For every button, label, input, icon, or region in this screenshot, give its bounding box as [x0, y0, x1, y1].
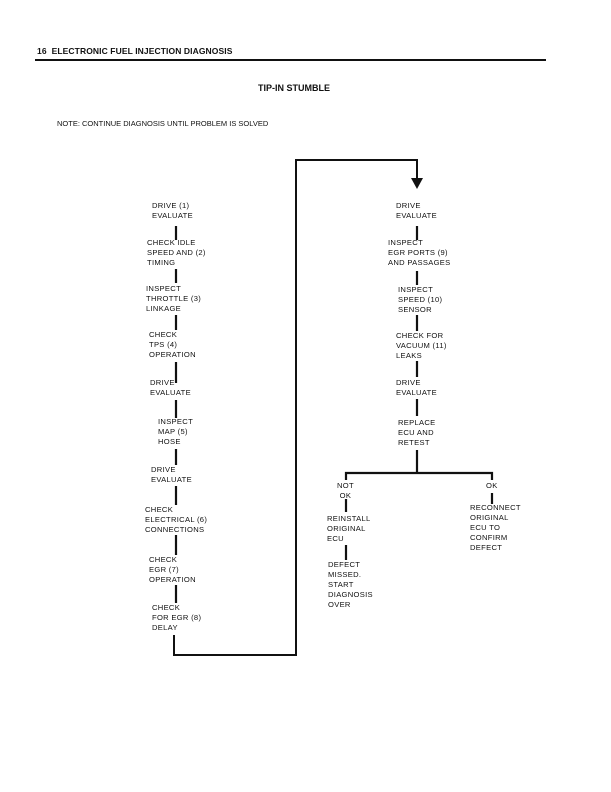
step-drive-evaluate: DRIVE EVALUATE	[396, 378, 437, 397]
step-drive-evaluate: DRIVE EVALUATE	[151, 465, 192, 484]
step-1-drive-evaluate: DRIVE (1) EVALUATE	[152, 201, 193, 220]
step-2-check-idle-speed: CHECK IDLE SPEED AND (2) TIMING	[147, 238, 206, 267]
step-11-check-vacuum-leaks: CHECK FOR VACUUM (11) LEAKS	[396, 331, 447, 360]
step-5-inspect-map: INSPECT MAP (5) HOSE	[158, 417, 194, 446]
step-replace-ecu: REPLACE ECU AND RETEST	[398, 418, 436, 447]
page-number: 16	[37, 46, 47, 56]
header-rule	[35, 59, 546, 61]
note-text: NOTE: CONTINUE DIAGNOSIS UNTIL PROBLEM I…	[57, 119, 269, 128]
step-drive-evaluate: DRIVE EVALUATE	[150, 378, 191, 397]
step-4-check-tps: CHECK TPS (4) OPERATION	[149, 330, 196, 359]
step-7-check-egr: CHECK EGR (7) OPERATION	[149, 555, 196, 584]
step-10-inspect-speed-sensor: INSPECT SPEED (10) SENSOR	[398, 285, 443, 314]
running-header: 16 ELECTRONIC FUEL INJECTION DIAGNOSIS	[37, 46, 233, 56]
step-9-inspect-egr-ports: INSPECT EGR PORTS (9) AND PASSAGES	[388, 238, 451, 267]
flowchart-title: TIP-IN STUMBLE	[258, 83, 330, 93]
step-drive-evaluate: DRIVE EVALUATE	[396, 201, 437, 220]
step-reinstall-ecu: REINSTALL ORIGINAL ECU	[327, 514, 371, 543]
section-title: ELECTRONIC FUEL INJECTION DIAGNOSIS	[51, 46, 233, 56]
step-3-inspect-throttle: INSPECT THROTTLE (3) LINKAGE	[146, 284, 202, 313]
branch-not-ok-label: NOT OK	[337, 481, 354, 500]
step-reconnect-ecu: RECONNECT ORIGINAL ECU TO CONFIRM DEFECT	[470, 503, 521, 552]
step-8-check-egr-delay: CHECK FOR EGR (8) DELAY	[152, 603, 202, 632]
step-defect-missed: DEFECT MISSED. START DIAGNOSIS OVER	[328, 560, 373, 609]
step-6-check-electrical: CHECK ELECTRICAL (6) CONNECTIONS	[145, 505, 208, 534]
branch-ok-label: OK	[486, 481, 498, 490]
